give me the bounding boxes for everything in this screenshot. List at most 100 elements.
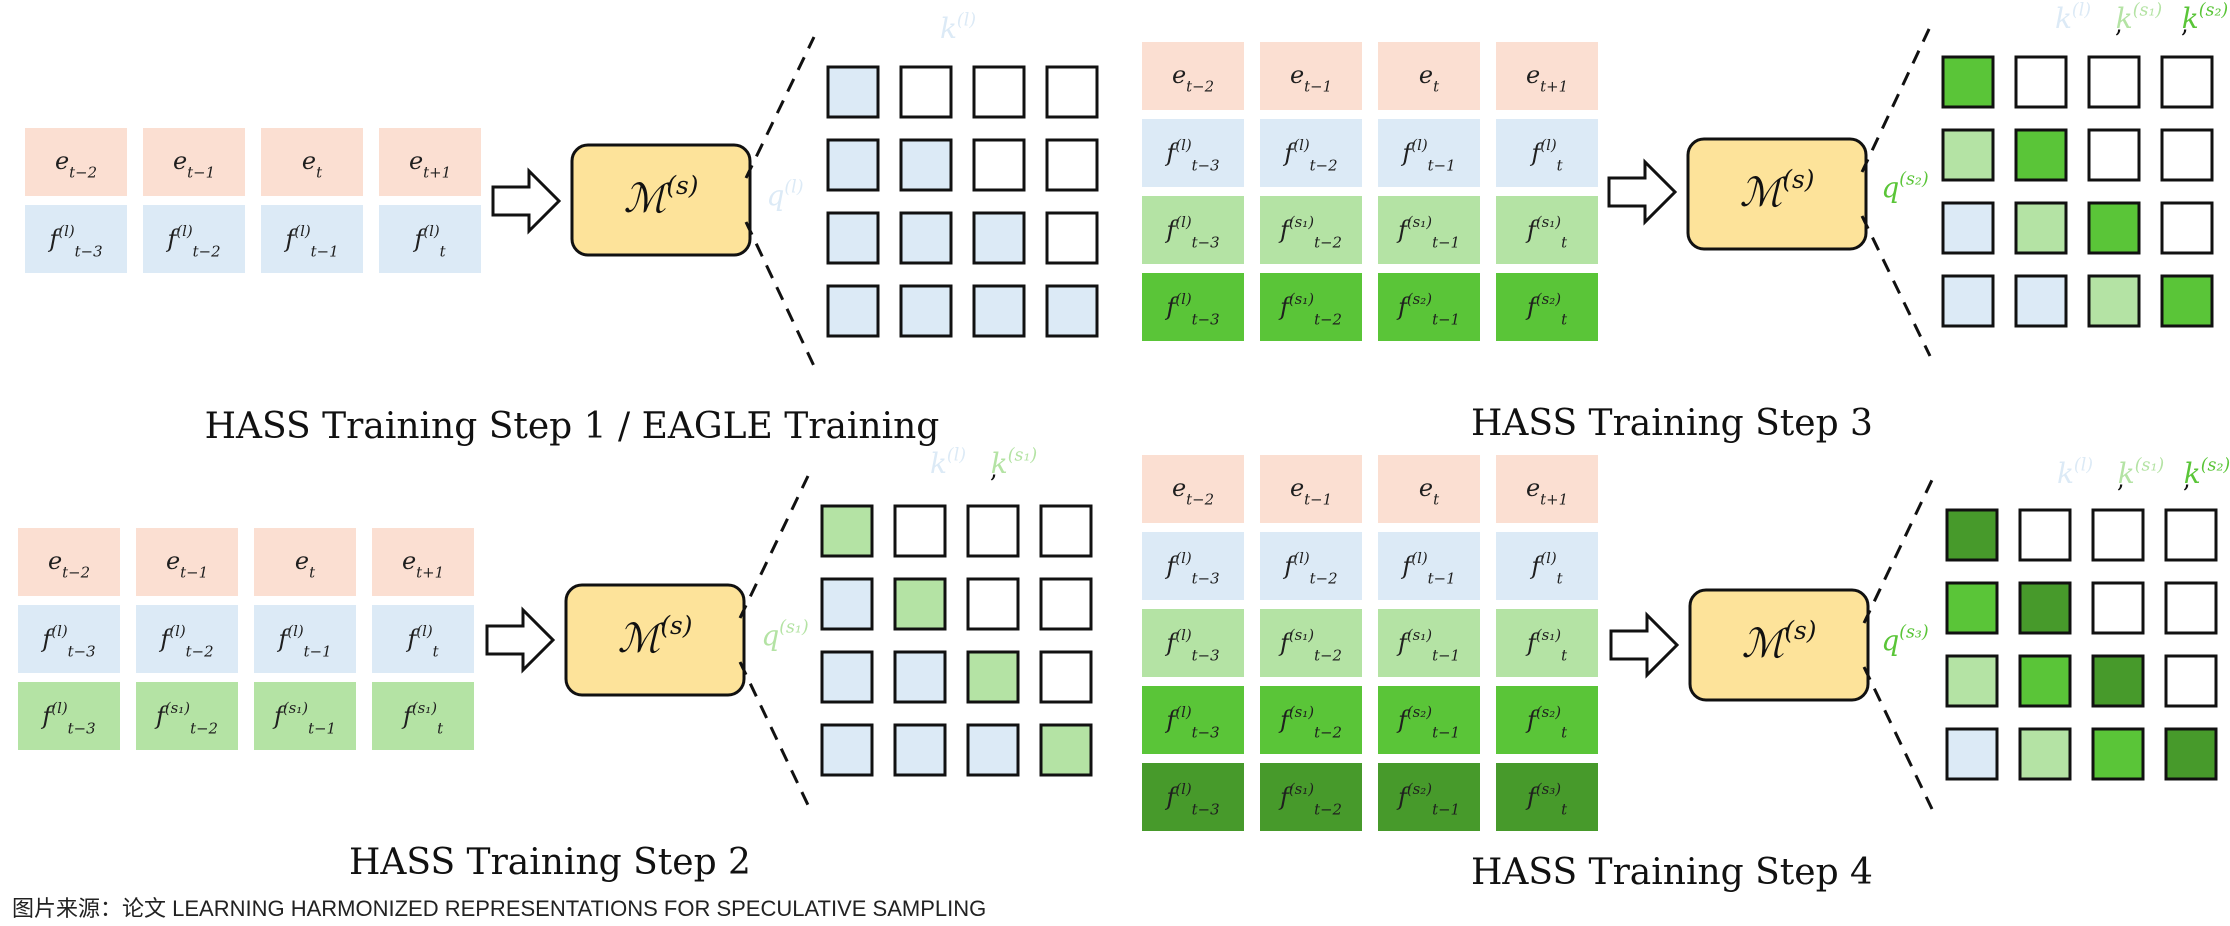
token-cell [25, 205, 127, 273]
attention-matrix [1945, 508, 2218, 781]
token-label-sup: (l) [1175, 626, 1192, 644]
fan-line-top [1862, 479, 1934, 624]
token-cell [1260, 686, 1362, 754]
token-label: et−2 [1172, 474, 1214, 508]
token-label-sub: t−1 [1432, 311, 1460, 329]
token-label-sub: t−3 [1192, 801, 1220, 819]
token-label-sub: t [1433, 77, 1439, 95]
attention-cell [1941, 55, 1995, 109]
key-label-base: k [940, 12, 957, 45]
attention-cell [2087, 274, 2141, 328]
token-label-sub: t−1 [1304, 490, 1332, 508]
token-label-sub: t+1 [416, 563, 444, 581]
key-label: k(s₁) [2116, 0, 2162, 35]
token-label-sup: (s₂) [1536, 703, 1561, 721]
flow-arrow-icon [485, 606, 556, 674]
token-label: et+1 [1526, 61, 1568, 95]
token-label: f(l)t−3 [1164, 626, 1219, 664]
token-label-sub: t+1 [1540, 490, 1568, 508]
token-label-sup: (s₁) [1536, 213, 1561, 231]
key-separator: , [2117, 465, 2125, 493]
model-box [1688, 588, 1870, 702]
token-label-base: e [302, 147, 316, 175]
token-label-sup: (s₂) [1407, 703, 1432, 721]
attention-cell [826, 284, 880, 338]
query-label-sup: (s₃) [1899, 622, 1928, 642]
token-label-base: e [1172, 61, 1186, 89]
token-label: et−1 [166, 547, 208, 581]
fan-line-bottom [1862, 666, 1934, 810]
token-label-sub: t−1 [1432, 647, 1460, 665]
attention-cell [1941, 201, 1995, 255]
attention-cell [1941, 274, 1995, 328]
token-label-sub: t−3 [1192, 570, 1220, 588]
token-label-sub: t−2 [1186, 490, 1214, 508]
token-label-sup: (l) [1175, 213, 1192, 231]
key-label-base: k [2118, 457, 2135, 490]
token-cell [1142, 196, 1244, 264]
panel-caption: HASS Training Step 3 [1471, 403, 1873, 444]
attention-cell [1945, 581, 1999, 635]
attention-cell [2087, 55, 2141, 109]
token-label: f(l)t−3 [1164, 703, 1219, 741]
token-cell [254, 605, 356, 673]
attention-cell [2014, 128, 2068, 182]
token-label-sub: t−1 [187, 163, 215, 181]
model-box [570, 143, 752, 257]
attention-cell [2018, 654, 2072, 708]
token-label-sub: t−1 [308, 720, 336, 738]
token-label: et−2 [1172, 61, 1214, 95]
source-note: 图片来源：论文 LEARNING HARMONIZED REPRESENTATI… [12, 896, 986, 921]
token-label: f(l)t−3 [1164, 290, 1219, 328]
key-label-base: k [2057, 457, 2074, 490]
token-label: et [295, 547, 315, 581]
token-cell [1142, 532, 1244, 600]
model-label: ℳ(s) [1742, 616, 1817, 667]
attention-cell [2091, 654, 2145, 708]
token-label-sub: t−2 [62, 563, 90, 581]
token-label-sup: (s₁) [1289, 213, 1314, 231]
token-cell [1496, 686, 1598, 754]
attention-cell [893, 650, 947, 704]
token-label-sup: (s₁) [1289, 290, 1314, 308]
token-label-sup: (l) [169, 622, 186, 640]
attention-cell [2014, 201, 2068, 255]
token-label: f(l)t−3 [1164, 780, 1219, 818]
query-label: q(s₂) [1881, 169, 1928, 204]
attention-cell [2164, 727, 2218, 781]
token-label-sub: t [1433, 490, 1439, 508]
attention-cell [2160, 128, 2214, 182]
token-label-sub: t−3 [1192, 234, 1220, 252]
token-cell [1378, 686, 1480, 754]
token-label: f(l)t−2 [158, 622, 213, 660]
token-label-sub: t [316, 163, 322, 181]
attention-cell [2164, 581, 2218, 635]
token-label-sub: t−2 [190, 720, 218, 738]
model-label: ℳ(s) [1740, 165, 1815, 216]
token-label-sub: t [1557, 570, 1563, 588]
token-label-sup: (l) [51, 622, 68, 640]
token-label-sup: (s₂) [1407, 290, 1432, 308]
token-cell [18, 605, 120, 673]
attention-cell [2160, 55, 2214, 109]
fan-line-top [738, 475, 810, 619]
token-cell [1378, 119, 1480, 187]
token-label-sub: t−2 [1186, 77, 1214, 95]
token-label-sub: t−1 [304, 643, 332, 661]
key-label-base: k [2116, 2, 2133, 35]
token-label: f(s₂)t−1 [1396, 703, 1460, 741]
attention-matrix [826, 65, 1099, 338]
token-label-base: e [1172, 474, 1186, 502]
token-cell [1260, 455, 1362, 523]
token-cell [254, 682, 356, 750]
key-separator: , [2181, 10, 2189, 38]
attention-cell [820, 504, 874, 558]
token-label-sub: t [433, 643, 439, 661]
token-label-sup: (s₂) [1536, 290, 1561, 308]
token-cell [1496, 763, 1598, 831]
token-label-sup: (l) [1540, 549, 1557, 567]
